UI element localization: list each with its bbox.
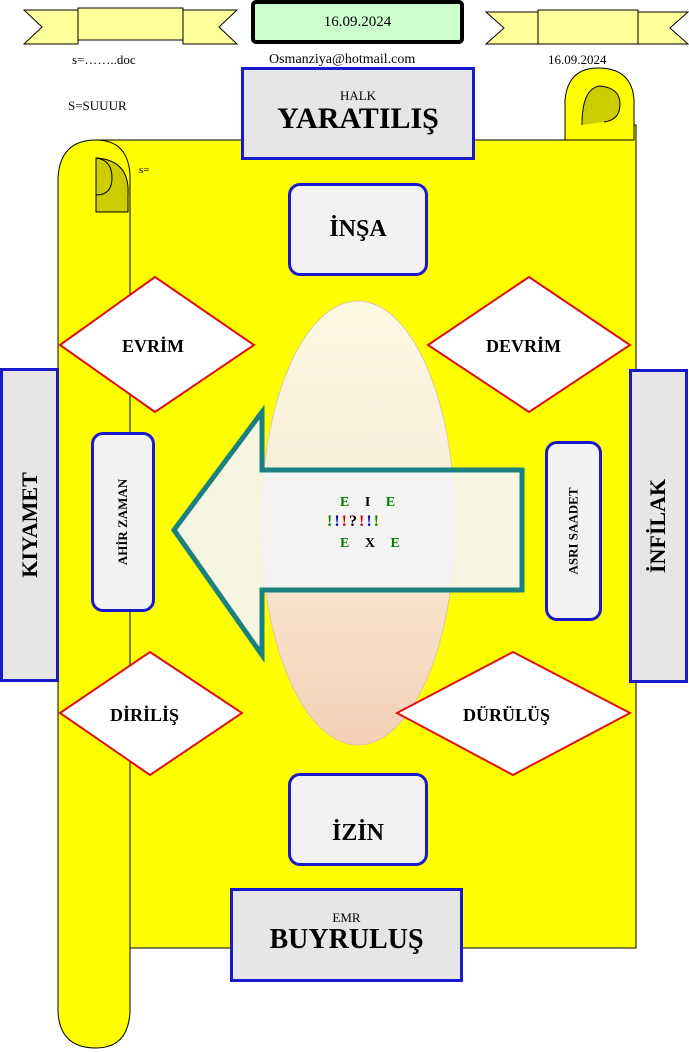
center-symbol: ! [341,513,349,530]
asri-saadet-box: ASRI SAADET [545,441,602,621]
infilak-label: İNFİLAK [645,478,671,574]
center-symbol: E [385,495,396,510]
center-symbol: ! [334,513,342,530]
center-symbol: E [390,536,400,551]
insa-box: İNŞA [288,183,428,276]
center-symbol: ? [348,513,359,530]
asri-saadet-label: ASRI SAADET [565,487,581,575]
center-symbol: ! [373,513,381,530]
durulus-label: DÜRÜLÜŞ [463,705,551,725]
diamond-evrim [58,275,256,414]
izin-label: İZİN [331,820,385,846]
diamond-devrim [426,275,632,414]
email-label: Osmanziya@hotmail.com [269,52,416,67]
left-arrow-shape [170,404,525,663]
dirilis-label: DİRİLİŞ [110,705,180,725]
diamond-durulus [394,650,633,777]
emr-label: EMR [332,910,361,925]
date-box: 16.09.2024 [251,0,464,44]
center-row-2: !!!?!!! [327,513,381,531]
ahir-zaman-box: AHİR ZAMAN [91,432,155,612]
date-box-text: 16.09.2024 [323,13,392,30]
center-symbol: E [340,495,350,510]
izin-box: İZİN [288,773,428,866]
buyrulus-box: EMR BUYRULUŞ [230,888,463,982]
s-small-label: s= [139,164,150,176]
buyrulus-title: BUYRULUŞ [269,924,424,955]
center-symbol: I [364,495,371,510]
diamond-dirilis [58,650,244,777]
kiyamet-box: KIYAMET [0,368,59,682]
center-row-3: E X E [340,536,400,552]
right-ribbon-banner [484,9,689,45]
date-right-label: 16.09.2024 [548,52,607,67]
ahir-zaman-label: AHİR ZAMAN [115,478,130,566]
devrim-label: DEVRİM [486,336,561,356]
center-symbol: ! [358,513,367,530]
s-doc-label: s=……..doc [72,52,136,67]
left-ribbon-banner [22,7,239,45]
s-suuur-label: S=SUUUR [68,98,127,113]
center-symbol: X [364,536,375,551]
evrim-label: EVRİM [122,336,184,356]
infilak-box: İNFİLAK [629,369,688,683]
yaratilis-box: HALK YARATILIŞ [241,67,475,160]
center-symbol: E [340,536,350,551]
center-symbol: ! [327,513,335,530]
yaratilis-title: YARATILIŞ [277,101,439,135]
insa-label: İNŞA [329,216,387,242]
center-row-1: E I E [340,495,395,511]
kiyamet-label: KIYAMET [16,472,42,578]
halk-label: HALK [339,87,377,103]
center-symbol: ! [366,513,374,530]
